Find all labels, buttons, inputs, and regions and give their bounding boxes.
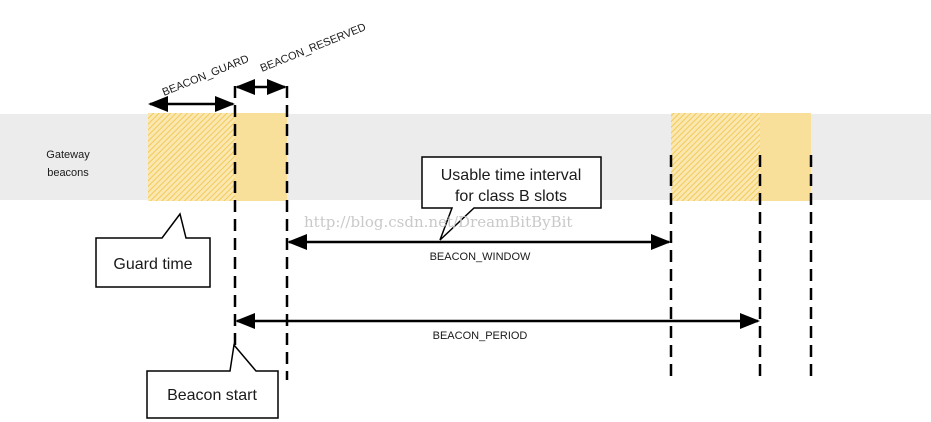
guard-block-2 (671, 113, 760, 201)
reserved-block-1 (235, 113, 287, 201)
guard-time-text: Guard time (113, 256, 192, 273)
beacon-period-label: BEACON_PERIOD (433, 330, 528, 342)
beacon-reserved-label: BEACON_RESERVED (259, 21, 368, 74)
band-label-line2: beacons (47, 167, 89, 179)
guard-time-callout (95, 212, 211, 288)
beacon-start-text: Beacon start (167, 387, 257, 404)
band-label-line1: Gateway (46, 149, 90, 161)
usable-time-line2: for class B slots (455, 188, 567, 205)
beacon-guard-label: BEACON_GUARD (161, 53, 251, 99)
beacon-window-label: BEACON_WINDOW (430, 251, 531, 263)
beacon-start-callout (146, 343, 279, 419)
guard-block-1 (148, 113, 235, 201)
watermark-text: http://blog.csdn.net/DreamBitByBit (304, 213, 572, 231)
usable-time-callout (421, 156, 602, 241)
reserved-block-2 (760, 113, 811, 201)
usable-time-line1: Usable time interval (441, 167, 582, 184)
